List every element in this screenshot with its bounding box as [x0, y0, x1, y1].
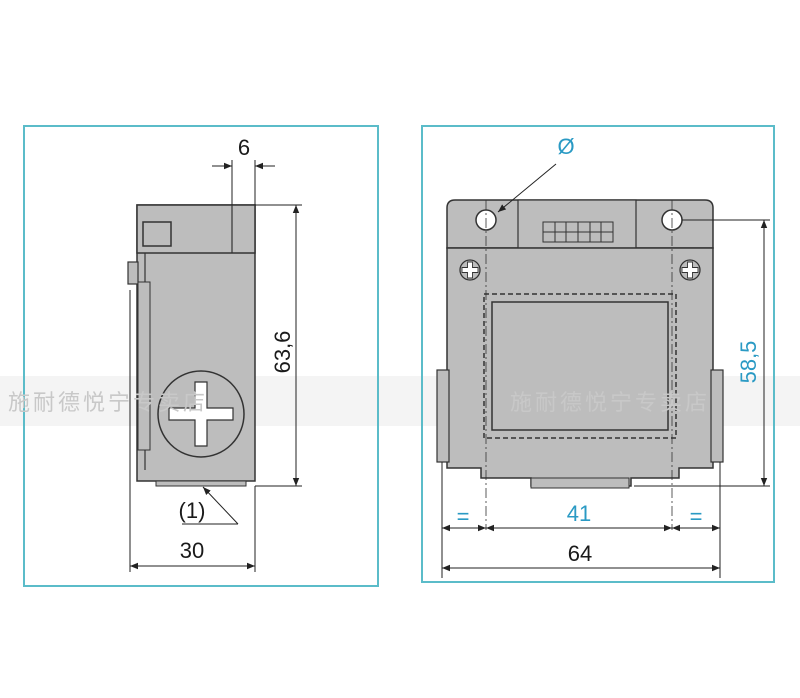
watermark-right: 施耐德悦宁专卖店 — [510, 391, 710, 416]
dim-58-5: 58,5 — [634, 219, 770, 487]
dim-label-30: 30 — [180, 538, 204, 563]
dim-equal-left: = — [442, 504, 486, 532]
right-panel: Ø 58,5 = 41 = 64 — [421, 125, 775, 583]
side-view-body — [127, 204, 256, 487]
dim-label-equal-left: = — [457, 504, 470, 529]
dim-label-6: 6 — [238, 135, 250, 160]
dim-41: 41 — [486, 501, 672, 532]
screw-icon — [679, 259, 701, 281]
dim-label-64: 64 — [568, 541, 592, 566]
connector-pins — [542, 221, 614, 243]
dim-30: 30 — [129, 290, 256, 572]
left-panel: 6 63,6 30 (1) — [23, 125, 379, 587]
watermark-left: 施耐德悦宁专卖店 — [8, 391, 208, 416]
dim-label-63-6: 63,6 — [270, 331, 295, 374]
dim-label-58-5: 58,5 — [736, 341, 761, 384]
callout-label: (1) — [179, 498, 206, 523]
dim-label-equal-right: = — [690, 504, 703, 529]
dim-63-6: 63,6 — [255, 204, 302, 487]
dim-equal-right: = — [672, 504, 720, 532]
dim-6: 6 — [212, 135, 275, 205]
left-frame — [23, 125, 379, 587]
front-view-body — [436, 199, 724, 530]
dim-64: 64 — [442, 541, 720, 572]
right-frame — [421, 125, 775, 583]
callout-1: (1) — [179, 486, 239, 525]
dim-label-41: 41 — [567, 501, 591, 526]
diameter-callout: Ø — [497, 134, 575, 213]
screw-icon — [459, 259, 481, 281]
diameter-symbol: Ø — [557, 134, 574, 159]
